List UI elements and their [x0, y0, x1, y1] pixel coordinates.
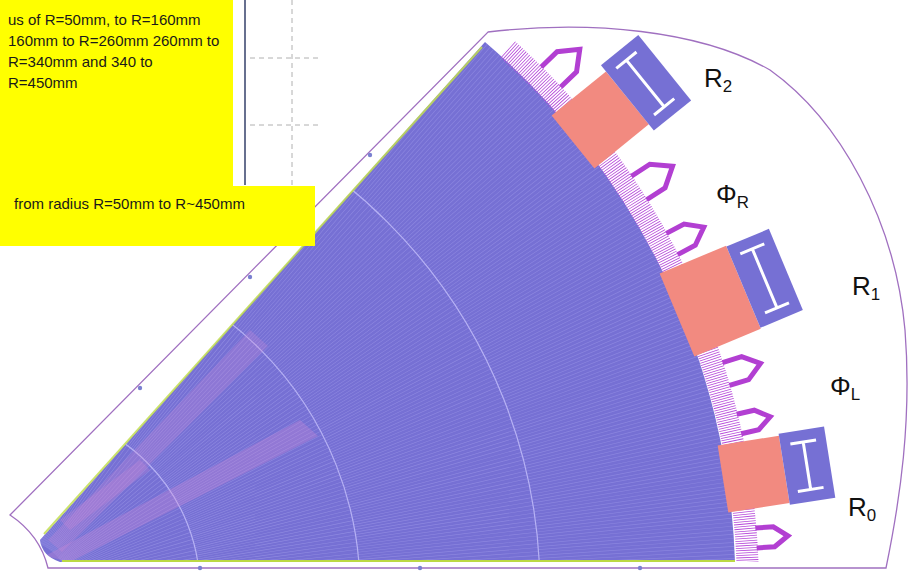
note-box: from radius R=50mm to R~450mm	[0, 186, 315, 246]
outline-dot	[138, 386, 142, 390]
note-text: from radius R=50mm to R~450mm	[14, 193, 301, 214]
fanout-chevron	[631, 154, 680, 199]
fanout-chevron	[666, 217, 709, 255]
fanout-traces	[0, 0, 748, 573]
grid-line	[292, 0, 293, 185]
outline-dot	[368, 153, 372, 157]
strip-lines	[0, 160, 450, 573]
label-subscript: L	[851, 385, 860, 404]
radius-label: ΦR	[716, 180, 749, 210]
zone-boundary	[0, 250, 360, 573]
fanout-chevron	[722, 352, 763, 385]
connector-slot	[790, 440, 823, 491]
guard-line	[62, 560, 735, 562]
label-subscript: R	[737, 193, 749, 212]
fanout-chevron	[541, 39, 589, 87]
strip-lines	[0, 330, 280, 573]
strip-pattern	[0, 0, 640, 573]
connector	[726, 229, 802, 328]
label-subscript: 2	[723, 77, 732, 96]
connector-slot	[616, 52, 674, 115]
grid-line	[244, 0, 246, 185]
label-subscript: 1	[871, 285, 880, 304]
fanout-chevron	[541, 39, 589, 87]
label-subscript: 0	[867, 506, 876, 525]
fanout-chevron	[631, 154, 680, 199]
readout-pad	[717, 427, 835, 515]
pink-band	[60, 460, 150, 530]
outline-dot	[198, 566, 202, 570]
pink-band	[48, 330, 268, 552]
fanout-chevron	[755, 526, 788, 548]
outline-dot	[418, 566, 422, 570]
strip-lines	[0, 0, 640, 573]
pink-band	[45, 420, 318, 562]
radius-label: ΦL	[830, 372, 860, 402]
note-text: us of R=50mm, to R=160mm 160mm to R=260m…	[8, 9, 225, 93]
grid-line	[250, 58, 320, 59]
bond-pad	[718, 436, 790, 513]
radius-label: R0	[848, 493, 876, 523]
fanout-chevron	[666, 217, 709, 255]
note-box: us of R=50mm, to R=160mm 160mm to R=260m…	[0, 0, 233, 188]
readout-pad	[547, 35, 692, 175]
fanout-chevron	[737, 407, 773, 434]
radius-label: R1	[852, 272, 880, 302]
grid-line	[250, 125, 320, 126]
outline-dot	[638, 566, 642, 570]
connector-slot	[740, 244, 789, 313]
fanout-chevron	[737, 407, 773, 434]
fanout-chevron	[722, 352, 763, 385]
fanout-chevron	[755, 526, 788, 548]
outline-dot	[248, 275, 252, 279]
connector	[601, 35, 691, 130]
connector	[779, 427, 836, 505]
radius-label: R2	[704, 64, 732, 94]
readout-pad	[660, 228, 804, 357]
